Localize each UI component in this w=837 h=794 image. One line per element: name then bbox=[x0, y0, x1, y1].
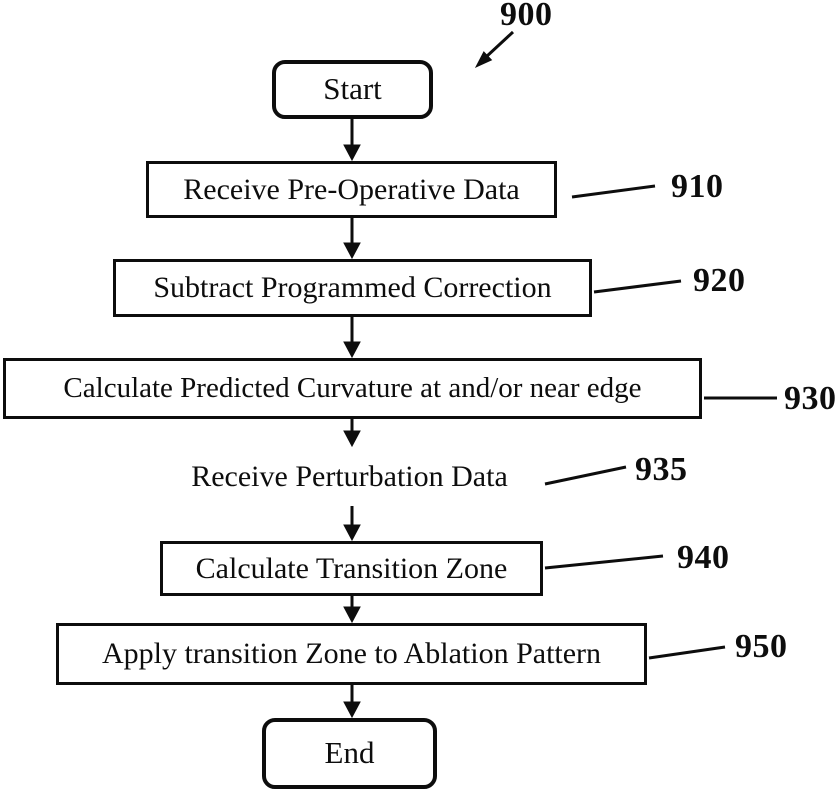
ref-line-910 bbox=[571, 184, 656, 199]
flow-arrow-start-910 bbox=[343, 119, 361, 162]
node-subtract-correction-label: Subtract Programmed Correction bbox=[153, 271, 552, 305]
flow-arrow-950-end bbox=[343, 685, 361, 719]
node-end-label: End bbox=[324, 735, 375, 771]
ref-label-910: 910 bbox=[671, 168, 724, 205]
node-apply-transition: Apply transition Zone to Ablation Patter… bbox=[56, 623, 647, 685]
node-receive-preop-data-label: Receive Pre-Operative Data bbox=[183, 172, 520, 206]
ref-label-935: 935 bbox=[635, 451, 688, 488]
node-calculate-curvature-label: Calculate Predicted Curvature at and/or … bbox=[63, 372, 642, 405]
node-start-label: Start bbox=[323, 71, 382, 107]
figure-ref-arrow bbox=[474, 30, 515, 69]
node-receive-perturbation: Receive Perturbation Data bbox=[158, 447, 541, 506]
node-calculate-transition-label: Calculate Transition Zone bbox=[195, 551, 508, 585]
flow-arrow-910-920 bbox=[343, 218, 361, 260]
ref-line-935 bbox=[544, 465, 627, 486]
ref-label-950: 950 bbox=[735, 628, 788, 665]
figure-ref-label: 900 bbox=[500, 0, 553, 33]
ref-line-940 bbox=[544, 554, 664, 570]
ref-line-920 bbox=[593, 279, 682, 294]
node-receive-perturbation-label: Receive Perturbation Data bbox=[191, 459, 508, 493]
flow-arrow-935-940 bbox=[343, 506, 361, 542]
node-receive-preop-data: Receive Pre-Operative Data bbox=[146, 161, 557, 218]
node-end: End bbox=[262, 718, 437, 789]
flow-arrow-920-930 bbox=[343, 317, 361, 359]
ref-label-930: 930 bbox=[784, 380, 837, 417]
flow-arrow-930-935 bbox=[343, 419, 361, 448]
node-subtract-correction: Subtract Programmed Correction bbox=[113, 259, 592, 317]
ref-label-940: 940 bbox=[677, 539, 730, 576]
flow-arrow-940-950 bbox=[343, 596, 361, 624]
node-calculate-curvature: Calculate Predicted Curvature at and/or … bbox=[3, 358, 702, 419]
ref-line-950 bbox=[648, 645, 726, 660]
node-calculate-transition: Calculate Transition Zone bbox=[160, 541, 543, 596]
node-apply-transition-label: Apply transition Zone to Ablation Patter… bbox=[101, 637, 602, 671]
ref-label-920: 920 bbox=[693, 262, 746, 299]
node-start: Start bbox=[272, 60, 433, 119]
